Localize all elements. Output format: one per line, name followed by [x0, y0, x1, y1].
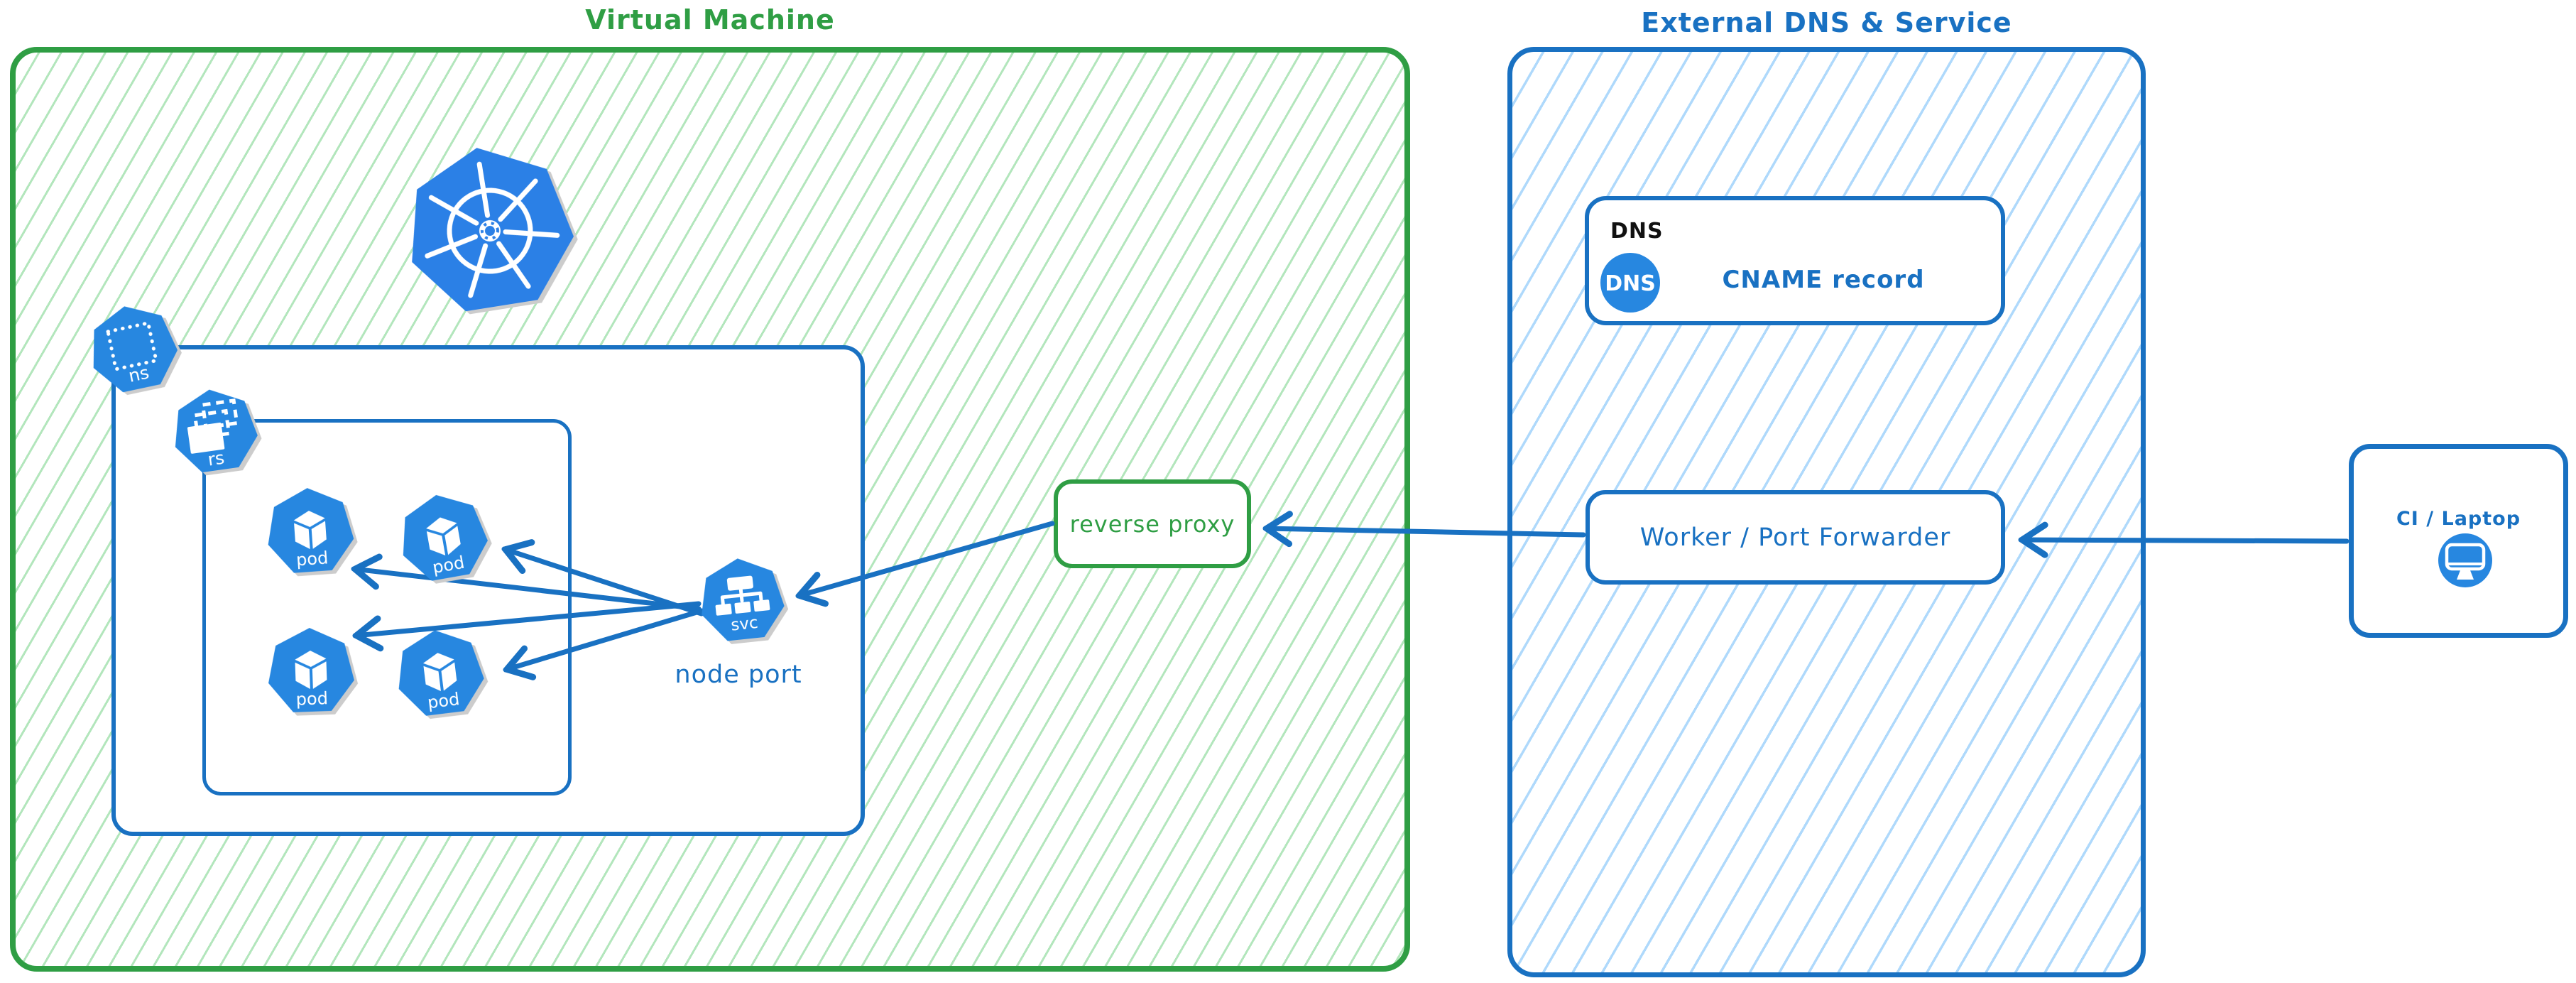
worker-port-forwarder-label: Worker / Port Forwarder [1639, 523, 1951, 552]
node-port-label: node port [675, 661, 802, 689]
replicaset-box [202, 419, 572, 795]
external-dns-title: External DNS & Service [1641, 7, 2012, 38]
cname-record-label: CNAME record [1722, 266, 1925, 294]
reverse-proxy-label: reverse proxy [1069, 510, 1235, 538]
reverse-proxy-box: reverse proxy [1054, 479, 1251, 568]
virtual-machine-title: Virtual Machine [585, 4, 835, 36]
dns-tag-label: DNS [1610, 219, 1664, 244]
ci-laptop-label: CI / Laptop [2396, 508, 2521, 530]
ci-laptop-box [2349, 444, 2568, 638]
dns-record-card: DNS [1585, 196, 2005, 325]
worker-port-forwarder-box: Worker / Port Forwarder [1586, 490, 2005, 585]
